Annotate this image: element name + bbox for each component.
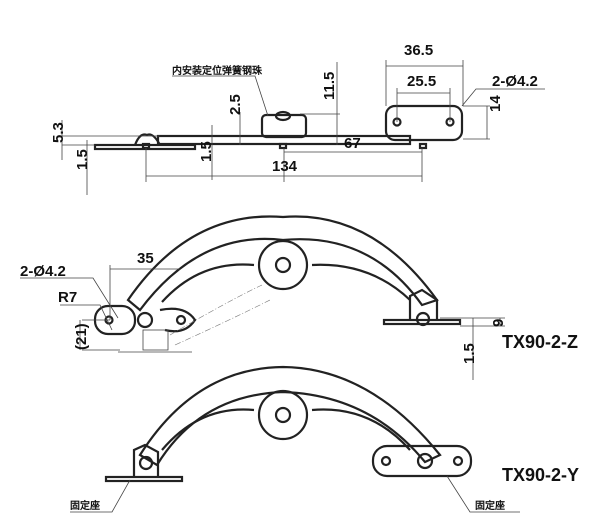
model-label-z: TX90-2-Z: [502, 332, 578, 352]
dim-1-5-z: 1.5: [461, 343, 478, 364]
dim-14: 14: [487, 95, 504, 112]
pivot-hole-z: [274, 256, 292, 274]
spring-ball: [274, 110, 292, 122]
dim-holes-z: 2-Ø4.2: [20, 263, 66, 280]
arm-y: [138, 365, 442, 467]
dim-holes-top: 2-Ø4.2: [492, 73, 538, 90]
dim-9: 9: [490, 319, 507, 327]
left-bracket-y: [132, 443, 160, 477]
arm-z: [126, 215, 439, 312]
dim-1-5-left: 1.5: [74, 149, 91, 170]
dim-67: 67: [344, 135, 361, 152]
view-z: 2-Ø4.2 35 R7 (21) 9 1.5 TX90-2-Z: [20, 215, 578, 380]
dim-r7: R7: [58, 289, 77, 306]
pivot-hub-y: [257, 389, 309, 441]
dim-21: (21): [73, 323, 90, 350]
dim-2-5: 2.5: [227, 94, 244, 115]
right-plate-y: [371, 444, 473, 478]
fixed-seat-callout-right: 固定座: [475, 499, 505, 512]
spring-ball-callout: 内安装定位弹簧钢珠: [172, 64, 263, 77]
dim-35: 35: [137, 250, 154, 267]
pivot-hole-y: [274, 406, 292, 424]
right-bracket-z: [408, 288, 439, 320]
model-label-y: TX90-2-Y: [502, 465, 579, 485]
dim-36-5: 36.5: [404, 42, 433, 59]
right-base-z: [382, 318, 462, 326]
dim-11-5: 11.5: [321, 72, 338, 100]
dim-134: 134: [272, 158, 298, 175]
fixed-seat-callout-left: 固定座: [70, 499, 100, 512]
pivot-hub-z: [257, 239, 309, 291]
bracket-plate: [384, 104, 464, 142]
spring-ball-housing: [260, 113, 308, 139]
top-view: 36.5 25.5 2-Ø4.2 14 11.5 2.5 5.3 1.5 1.5…: [50, 42, 545, 195]
dim-1-5-mid: 1.5: [198, 141, 215, 162]
dim-5-3: 5.3: [50, 122, 67, 143]
left-bump: [133, 133, 161, 146]
arm-slots-y: [161, 408, 411, 451]
dim-25-5: 25.5: [407, 73, 436, 90]
view-y: 固定座 固定座 TX90-2-Y: [70, 365, 579, 513]
arm-slots-z: [161, 263, 411, 303]
left-base-y: [104, 475, 184, 483]
